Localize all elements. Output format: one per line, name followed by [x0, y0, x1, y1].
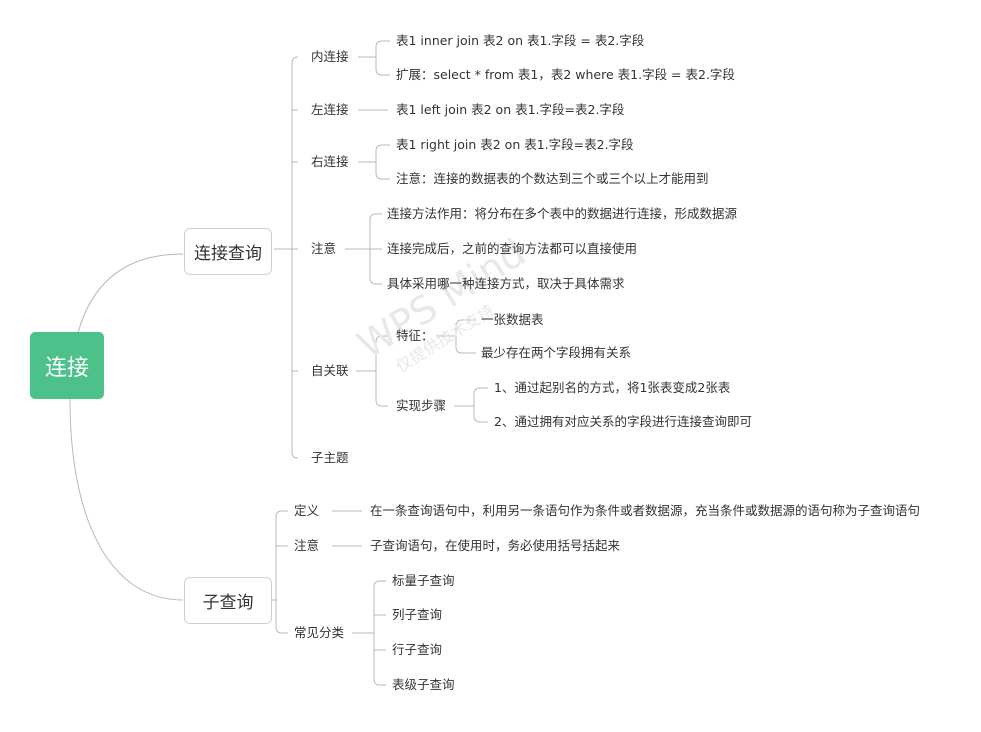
- topic-note-purpose[interactable]: 连接方法作用：将分布在多个表中的数据进行连接，形成数据源: [387, 206, 738, 221]
- topic-right-join[interactable]: 右连接: [311, 154, 349, 169]
- root-node[interactable]: 连接: [30, 332, 104, 399]
- topic-step-alias[interactable]: 1、通过起别名的方式，将1张表变成2张表: [494, 380, 731, 395]
- topic-note-choice[interactable]: 具体采用哪一种连接方式，取决于具体需求: [387, 276, 625, 291]
- topic-inner-join-syntax[interactable]: 表1 inner join 表2 on 表1.字段 = 表2.字段: [396, 33, 645, 48]
- topic-left-join[interactable]: 左连接: [311, 102, 349, 117]
- topic-row-subquery[interactable]: 行子查询: [392, 642, 443, 657]
- topic-right-join-note[interactable]: 注意：连接的数据表的个数达到三个或三个以上才能用到: [396, 171, 709, 186]
- topic-subquery-categories[interactable]: 常见分类: [294, 625, 345, 640]
- branch-node-join-query[interactable]: 连接查询: [184, 228, 272, 275]
- topic-subtopic[interactable]: 子主题: [311, 450, 349, 465]
- topic-inner-join-extension[interactable]: 扩展：select * from 表1，表2 where 表1.字段 = 表2.…: [396, 67, 735, 82]
- topic-self-join[interactable]: 自关联: [311, 363, 349, 378]
- topic-notes-text[interactable]: 子查询语句，在使用时，务必使用括号括起来: [370, 538, 621, 553]
- topic-self-join-steps[interactable]: 实现步骤: [396, 398, 447, 413]
- root-label: 连接: [44, 355, 89, 381]
- topic-inner-join[interactable]: 内连接: [311, 49, 349, 64]
- topic-self-join-features[interactable]: 特征：: [396, 328, 434, 343]
- topic-definition-text[interactable]: 在一条查询语句中，利用另一条语句作为条件或者数据源，充当条件或数据源的语句称为子…: [370, 503, 921, 518]
- branch-node-subquery[interactable]: 子查询: [184, 577, 272, 624]
- topic-note-after-join[interactable]: 连接完成后，之前的查询方法都可以直接使用: [387, 241, 638, 256]
- topic-column-subquery[interactable]: 列子查询: [392, 607, 443, 622]
- topic-table-subquery[interactable]: 表级子查询: [392, 677, 455, 692]
- link-root-ziquery: [69, 399, 184, 601]
- topic-subquery-notes[interactable]: 注意: [294, 538, 320, 553]
- topic-join-notes[interactable]: 注意: [311, 241, 337, 256]
- topic-step-join[interactable]: 2、通过拥有对应关系的字段进行连接查询即可: [494, 414, 752, 429]
- branch-label: 连接查询: [194, 244, 262, 264]
- topic-feature-one-table[interactable]: 一张数据表: [481, 312, 544, 327]
- topic-scalar-subquery[interactable]: 标量子查询: [392, 573, 455, 588]
- branch-label: 子查询: [202, 593, 254, 613]
- topic-subquery-definition[interactable]: 定义: [294, 503, 320, 518]
- topic-right-join-syntax[interactable]: 表1 right join 表2 on 表1.字段=表2.字段: [396, 137, 634, 152]
- topic-left-join-syntax[interactable]: 表1 left join 表2 on 表1.字段=表2.字段: [396, 102, 625, 117]
- topic-feature-related-fields[interactable]: 最少存在两个字段拥有关系: [481, 345, 632, 360]
